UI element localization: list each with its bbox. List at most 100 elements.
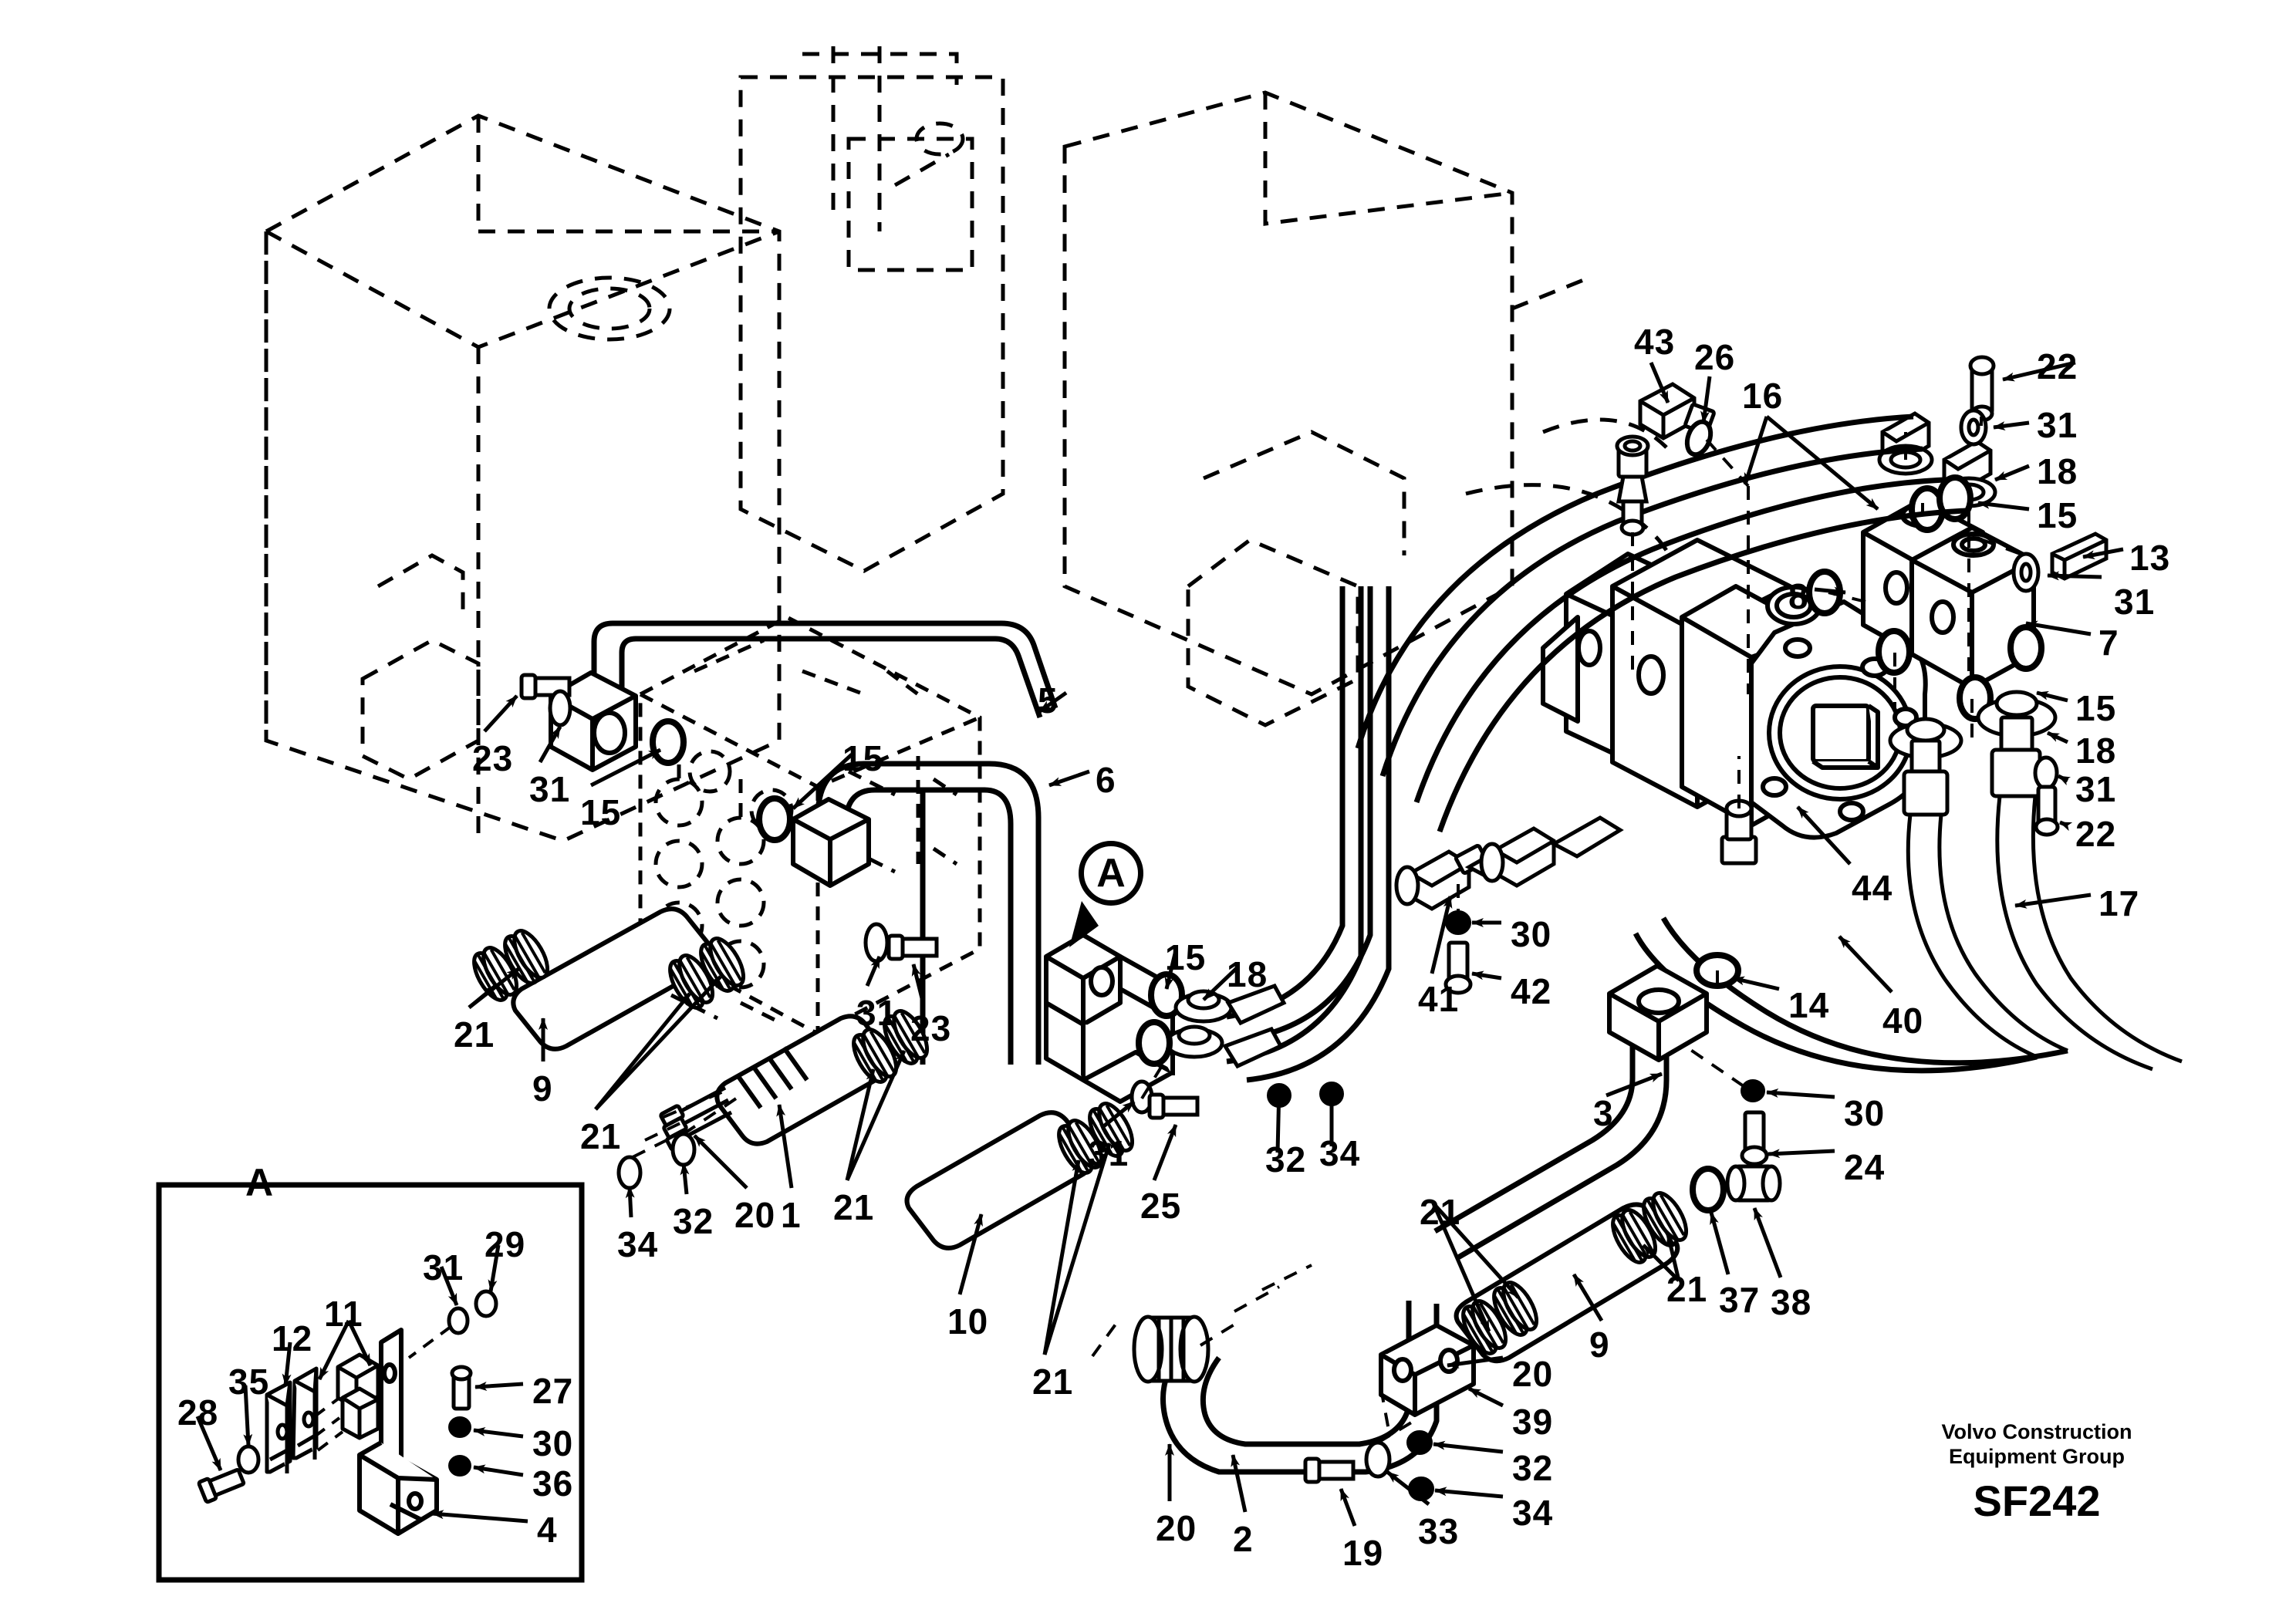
callout-38: 38	[1771, 1282, 1812, 1322]
callout-23: 23	[910, 1008, 952, 1048]
callout-18: 18	[1227, 954, 1268, 994]
washer-30-pipe3	[1741, 1079, 1765, 1102]
callout-31: 31	[2037, 405, 2078, 445]
callout-34: 34	[1319, 1133, 1361, 1173]
callout-7: 7	[2098, 623, 2119, 663]
callout-9: 9	[1589, 1325, 1610, 1365]
hose-16-pair	[1355, 413, 1967, 833]
callout-30: 30	[1844, 1093, 1886, 1133]
callout-13: 13	[2129, 538, 2171, 578]
callout-26: 26	[1694, 337, 1736, 377]
pipe-6	[815, 761, 1042, 1065]
hose-sleeve-center	[1222, 983, 1287, 1069]
washer-33	[1364, 1440, 1392, 1479]
callout-15: 15	[2037, 495, 2078, 535]
callout-32: 32	[1512, 1448, 1554, 1488]
callout-31: 31	[2075, 769, 2117, 809]
callout-18: 18	[2037, 451, 2078, 491]
pump-drain-plug	[1720, 798, 1758, 866]
washer-31-valve	[863, 922, 890, 964]
callout-43: 43	[1634, 322, 1676, 362]
inset-bolt-27	[450, 1365, 473, 1411]
callout-44: 44	[1852, 868, 1893, 908]
callout-18: 18	[2075, 731, 2117, 771]
hose-end-fitting-right-b	[1976, 690, 2183, 1072]
hose-end-fitting-right-a	[1888, 717, 2068, 1059]
callout-31: 31	[529, 769, 571, 809]
callout-15: 15	[580, 792, 622, 832]
org-line-1: Volvo Construction	[1941, 1420, 2132, 1443]
pipe-6-flange	[791, 797, 871, 888]
washer-34-left	[616, 1155, 643, 1190]
callout-19: 19	[1342, 1533, 1384, 1573]
callout-15: 15	[842, 738, 884, 778]
pipe-5-flange	[549, 670, 638, 772]
inset-washer-29	[474, 1289, 498, 1318]
washer-31-right	[2033, 755, 2059, 791]
washer-31-block	[2011, 552, 2041, 593]
callout-30: 30	[1511, 914, 1552, 954]
callout-37: 37	[1719, 1280, 1761, 1320]
callout-5: 5	[1038, 680, 1059, 721]
callout-17: 17	[2098, 883, 2140, 923]
inset-leader-lines	[195, 1244, 528, 1524]
inset-bracket-4	[357, 1328, 439, 1536]
callout-32: 32	[1265, 1139, 1307, 1180]
pipe-3-flange	[1607, 964, 1709, 1062]
inset-alignment-lines	[313, 1325, 452, 1452]
callout-22: 22	[2075, 814, 2117, 854]
callout-6: 6	[1096, 760, 1116, 800]
inset-washer-35	[236, 1444, 261, 1475]
oring-15-right	[2011, 627, 2041, 669]
inset-callout-31: 31	[423, 1247, 464, 1288]
fitting-vertical-left	[1615, 434, 1650, 537]
oring-15-pipe5	[653, 721, 684, 763]
inset-callout-36: 36	[532, 1463, 574, 1504]
oring-37	[1693, 1169, 1724, 1210]
bolt-23-valve	[889, 936, 937, 959]
washer-32-pipe2	[1406, 1430, 1433, 1455]
callout-15: 15	[1165, 937, 1207, 977]
inset-callout-29: 29	[485, 1224, 526, 1264]
bolt-24-pipe3	[1740, 1110, 1769, 1166]
callout-20: 20	[1156, 1508, 1197, 1548]
callout-2: 2	[1233, 1519, 1254, 1559]
sheet-code: SF242	[1973, 1477, 2101, 1525]
bolt-22-right	[2034, 785, 2060, 837]
bolt-42	[1443, 940, 1473, 995]
pipe-5	[591, 620, 1059, 719]
callout-31: 31	[856, 993, 898, 1033]
pipe-2-clamp-end	[1132, 1315, 1210, 1384]
bolt-25-bracket	[1150, 1095, 1197, 1118]
callout-21: 21	[1032, 1362, 1074, 1402]
callout-32: 32	[673, 1201, 714, 1241]
callout-20: 20	[1512, 1354, 1554, 1394]
callout-25: 25	[1140, 1186, 1182, 1226]
callout-20: 20	[734, 1195, 776, 1235]
callout-14: 14	[1788, 985, 1830, 1025]
callout-33: 33	[1418, 1511, 1460, 1551]
inset-washer-36	[448, 1455, 471, 1477]
inset-block-12	[265, 1366, 319, 1474]
bolt-19	[1305, 1459, 1353, 1482]
callout-24: 24	[1844, 1147, 1886, 1187]
callout-21: 21	[833, 1187, 875, 1227]
callout-21: 21	[454, 1014, 495, 1055]
valve-block-front	[1909, 525, 2036, 690]
reference-marker-A: A	[1079, 841, 1143, 906]
oring-15-pipe6	[759, 798, 790, 840]
callout-10: 10	[947, 1301, 989, 1342]
inset-clamp-11	[336, 1352, 380, 1440]
inset-callout-30: 30	[532, 1423, 574, 1463]
hydraulic-tank-phantom	[264, 113, 782, 843]
plug-38	[1725, 1164, 1782, 1203]
callout-31: 31	[1088, 1133, 1129, 1173]
upper-structure-phantom	[738, 46, 1693, 727]
callout-42: 42	[1511, 971, 1552, 1011]
inset-callout-12: 12	[272, 1318, 313, 1358]
alignment-lines	[632, 417, 2025, 1444]
org-line-2: Equipment Group	[1949, 1445, 2125, 1468]
inset-washer-30	[448, 1416, 471, 1438]
inset-callout-27: 27	[532, 1371, 574, 1411]
